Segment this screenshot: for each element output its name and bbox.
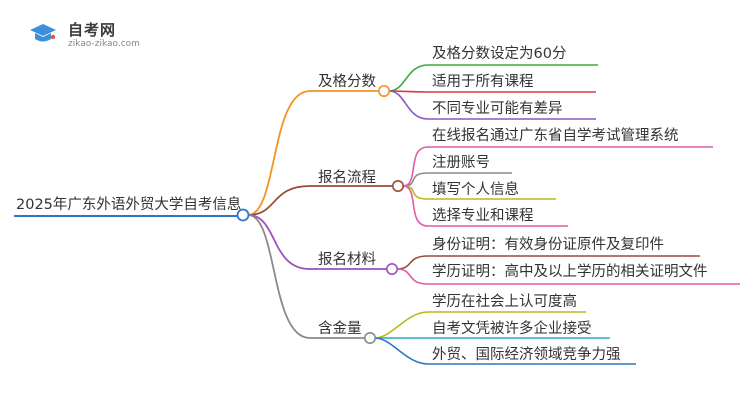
leaf-connector bbox=[374, 337, 429, 365]
leaf-connector bbox=[402, 185, 429, 227]
root-node-circle bbox=[236, 208, 250, 222]
leaf-fill-personal-info[interactable]: 填写个人信息 bbox=[432, 182, 519, 198]
leaf-identity-proof[interactable]: 身份证明：有效身份证原件及复印件 bbox=[432, 237, 664, 253]
branch-registration-process[interactable]: 报名流程 bbox=[318, 170, 376, 186]
root-topic[interactable]: 2025年广东外语外贸大学自考信息 bbox=[16, 197, 242, 213]
logo-title: 自考网 bbox=[68, 21, 117, 39]
branch-connector bbox=[247, 90, 311, 216]
branch-connector bbox=[247, 185, 311, 216]
leaf-connector bbox=[396, 255, 429, 270]
leaf-connector bbox=[402, 146, 429, 187]
graduation-cap-icon bbox=[28, 20, 58, 46]
leaf-social-recognition[interactable]: 学历在社会上认可度高 bbox=[432, 294, 577, 310]
leaf-pass-score-60[interactable]: 及格分数设定为60分 bbox=[432, 46, 567, 62]
branch-node-circle bbox=[391, 180, 404, 193]
branch-pass-score[interactable]: 及格分数 bbox=[318, 74, 376, 90]
branch-node-circle bbox=[377, 85, 390, 98]
leaf-connector bbox=[388, 64, 429, 92]
site-logo[interactable]: 自考网 zikao-zikao.com bbox=[28, 14, 188, 54]
branch-value[interactable]: 含金量 bbox=[318, 321, 362, 337]
leaf-connector bbox=[402, 172, 429, 187]
branch-node-circle bbox=[385, 262, 398, 275]
leaf-connector bbox=[374, 311, 429, 339]
leaf-online-registration[interactable]: 在线报名通过广东省自学考试管理系统 bbox=[432, 128, 679, 144]
leaf-connector bbox=[402, 185, 429, 200]
leaf-applies-all-courses[interactable]: 适用于所有课程 bbox=[432, 74, 534, 90]
logo-url: zikao-zikao.com bbox=[68, 39, 140, 49]
leaf-accepted-by-companies[interactable]: 自考文凭被许多企业接受 bbox=[432, 321, 592, 337]
branch-node-circle bbox=[363, 331, 376, 344]
leaf-majors-differ[interactable]: 不同专业可能有差异 bbox=[432, 101, 563, 117]
leaf-education-proof[interactable]: 学历证明：高中及以上学历的相关证明文件 bbox=[432, 264, 708, 280]
leaf-register-account[interactable]: 注册账号 bbox=[432, 155, 490, 171]
branch-registration-materials[interactable]: 报名材料 bbox=[318, 252, 376, 268]
branch-connector bbox=[247, 214, 311, 339]
leaf-choose-major-courses[interactable]: 选择专业和课程 bbox=[432, 208, 534, 224]
leaf-connector bbox=[388, 90, 429, 120]
leaf-connector bbox=[396, 268, 429, 285]
branch-connector bbox=[247, 214, 311, 270]
leaf-trade-competitiveness[interactable]: 外贸、国际经济领域竞争力强 bbox=[432, 347, 621, 363]
